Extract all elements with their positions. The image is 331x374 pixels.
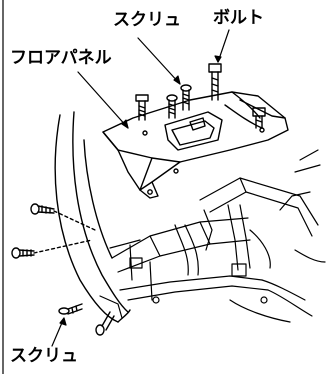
screw-left-2 xyxy=(11,239,93,259)
screw-label-top: スクリュ xyxy=(113,10,181,30)
screw-label-bottom: スクリュ xyxy=(10,346,78,366)
screw-bottom-2 xyxy=(95,311,115,336)
screw-1 xyxy=(166,94,178,119)
screw-bottom-1 xyxy=(58,303,83,315)
floor-panel-label: フロアパネル xyxy=(10,48,112,68)
screw-2 xyxy=(180,84,192,111)
bolt-1 xyxy=(135,94,149,121)
leader-lines xyxy=(51,29,230,347)
screw-left-1 xyxy=(30,203,96,231)
bolt-2 xyxy=(208,63,222,101)
bolt-3 xyxy=(252,107,266,129)
front-cowl xyxy=(54,111,131,323)
frame-internals xyxy=(99,149,326,323)
bolt-label: ボルト xyxy=(213,8,264,28)
